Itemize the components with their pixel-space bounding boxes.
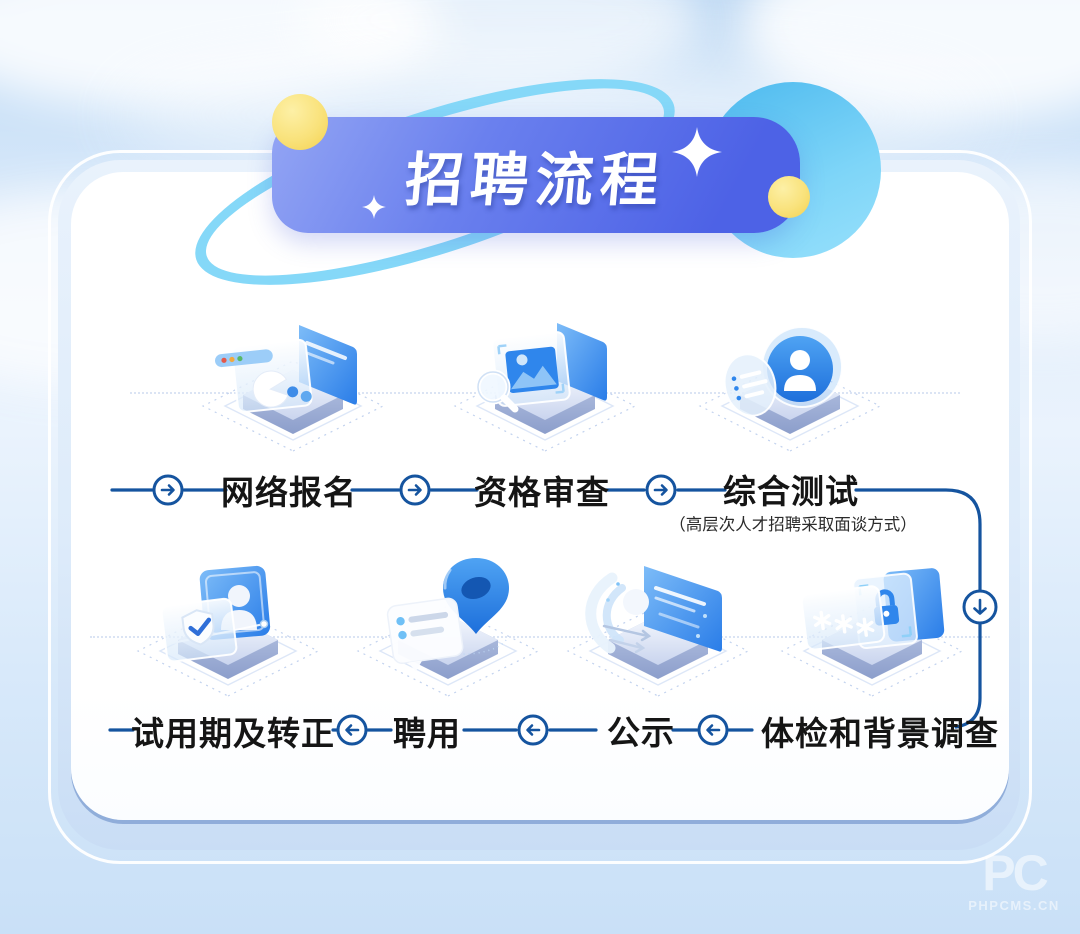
yellow-dot-decoration [768, 176, 810, 218]
sparkle-icon [672, 127, 722, 177]
grid-dotted-line [90, 636, 990, 638]
step-label-background-check: 体检和背景调查 [761, 715, 999, 752]
qualification-review-icon [453, 323, 637, 452]
password-scan-graphic [800, 568, 945, 651]
sparkle-icon [362, 195, 386, 219]
watermark-site: PHPCMS.CN [968, 898, 1060, 913]
watermark-logo: PC [982, 845, 1048, 901]
step-label-qualification-review: 资格审查 [474, 474, 610, 511]
page-title: 招聘流程 [402, 148, 669, 213]
yellow-dot-decoration [272, 94, 328, 150]
browser-window-graphic [215, 325, 357, 413]
shield-check-graphic [160, 565, 271, 663]
person-badge-graphic [723, 323, 843, 417]
probation-confirmation-icon [136, 565, 320, 697]
background-check-icon [780, 568, 964, 697]
location-pin-card-graphic [386, 558, 509, 672]
step-label-probation-confirmation: 试用期及转正 [131, 715, 335, 752]
step-label-public-announcement: 公示 [607, 714, 675, 751]
employment-icon [356, 558, 540, 697]
step-label-employment: 聘用 [393, 715, 461, 752]
comprehensive-test-icon [698, 323, 882, 452]
step-note-interview-method: （高层次人才招聘采取面谈方式） [669, 516, 917, 534]
step-label-comprehensive-test: 综合测试 [723, 473, 859, 510]
online-registration-icon [201, 325, 385, 452]
title-banner [272, 117, 800, 233]
process-card [71, 172, 1009, 820]
photo-review-graphic [475, 323, 607, 413]
step-label-online-registration: 网络报名 [221, 474, 357, 511]
announcement-board-graphic [585, 566, 722, 654]
watermark: PC PHPCMS.CN [960, 845, 1068, 913]
public-announcement-icon [566, 566, 750, 697]
